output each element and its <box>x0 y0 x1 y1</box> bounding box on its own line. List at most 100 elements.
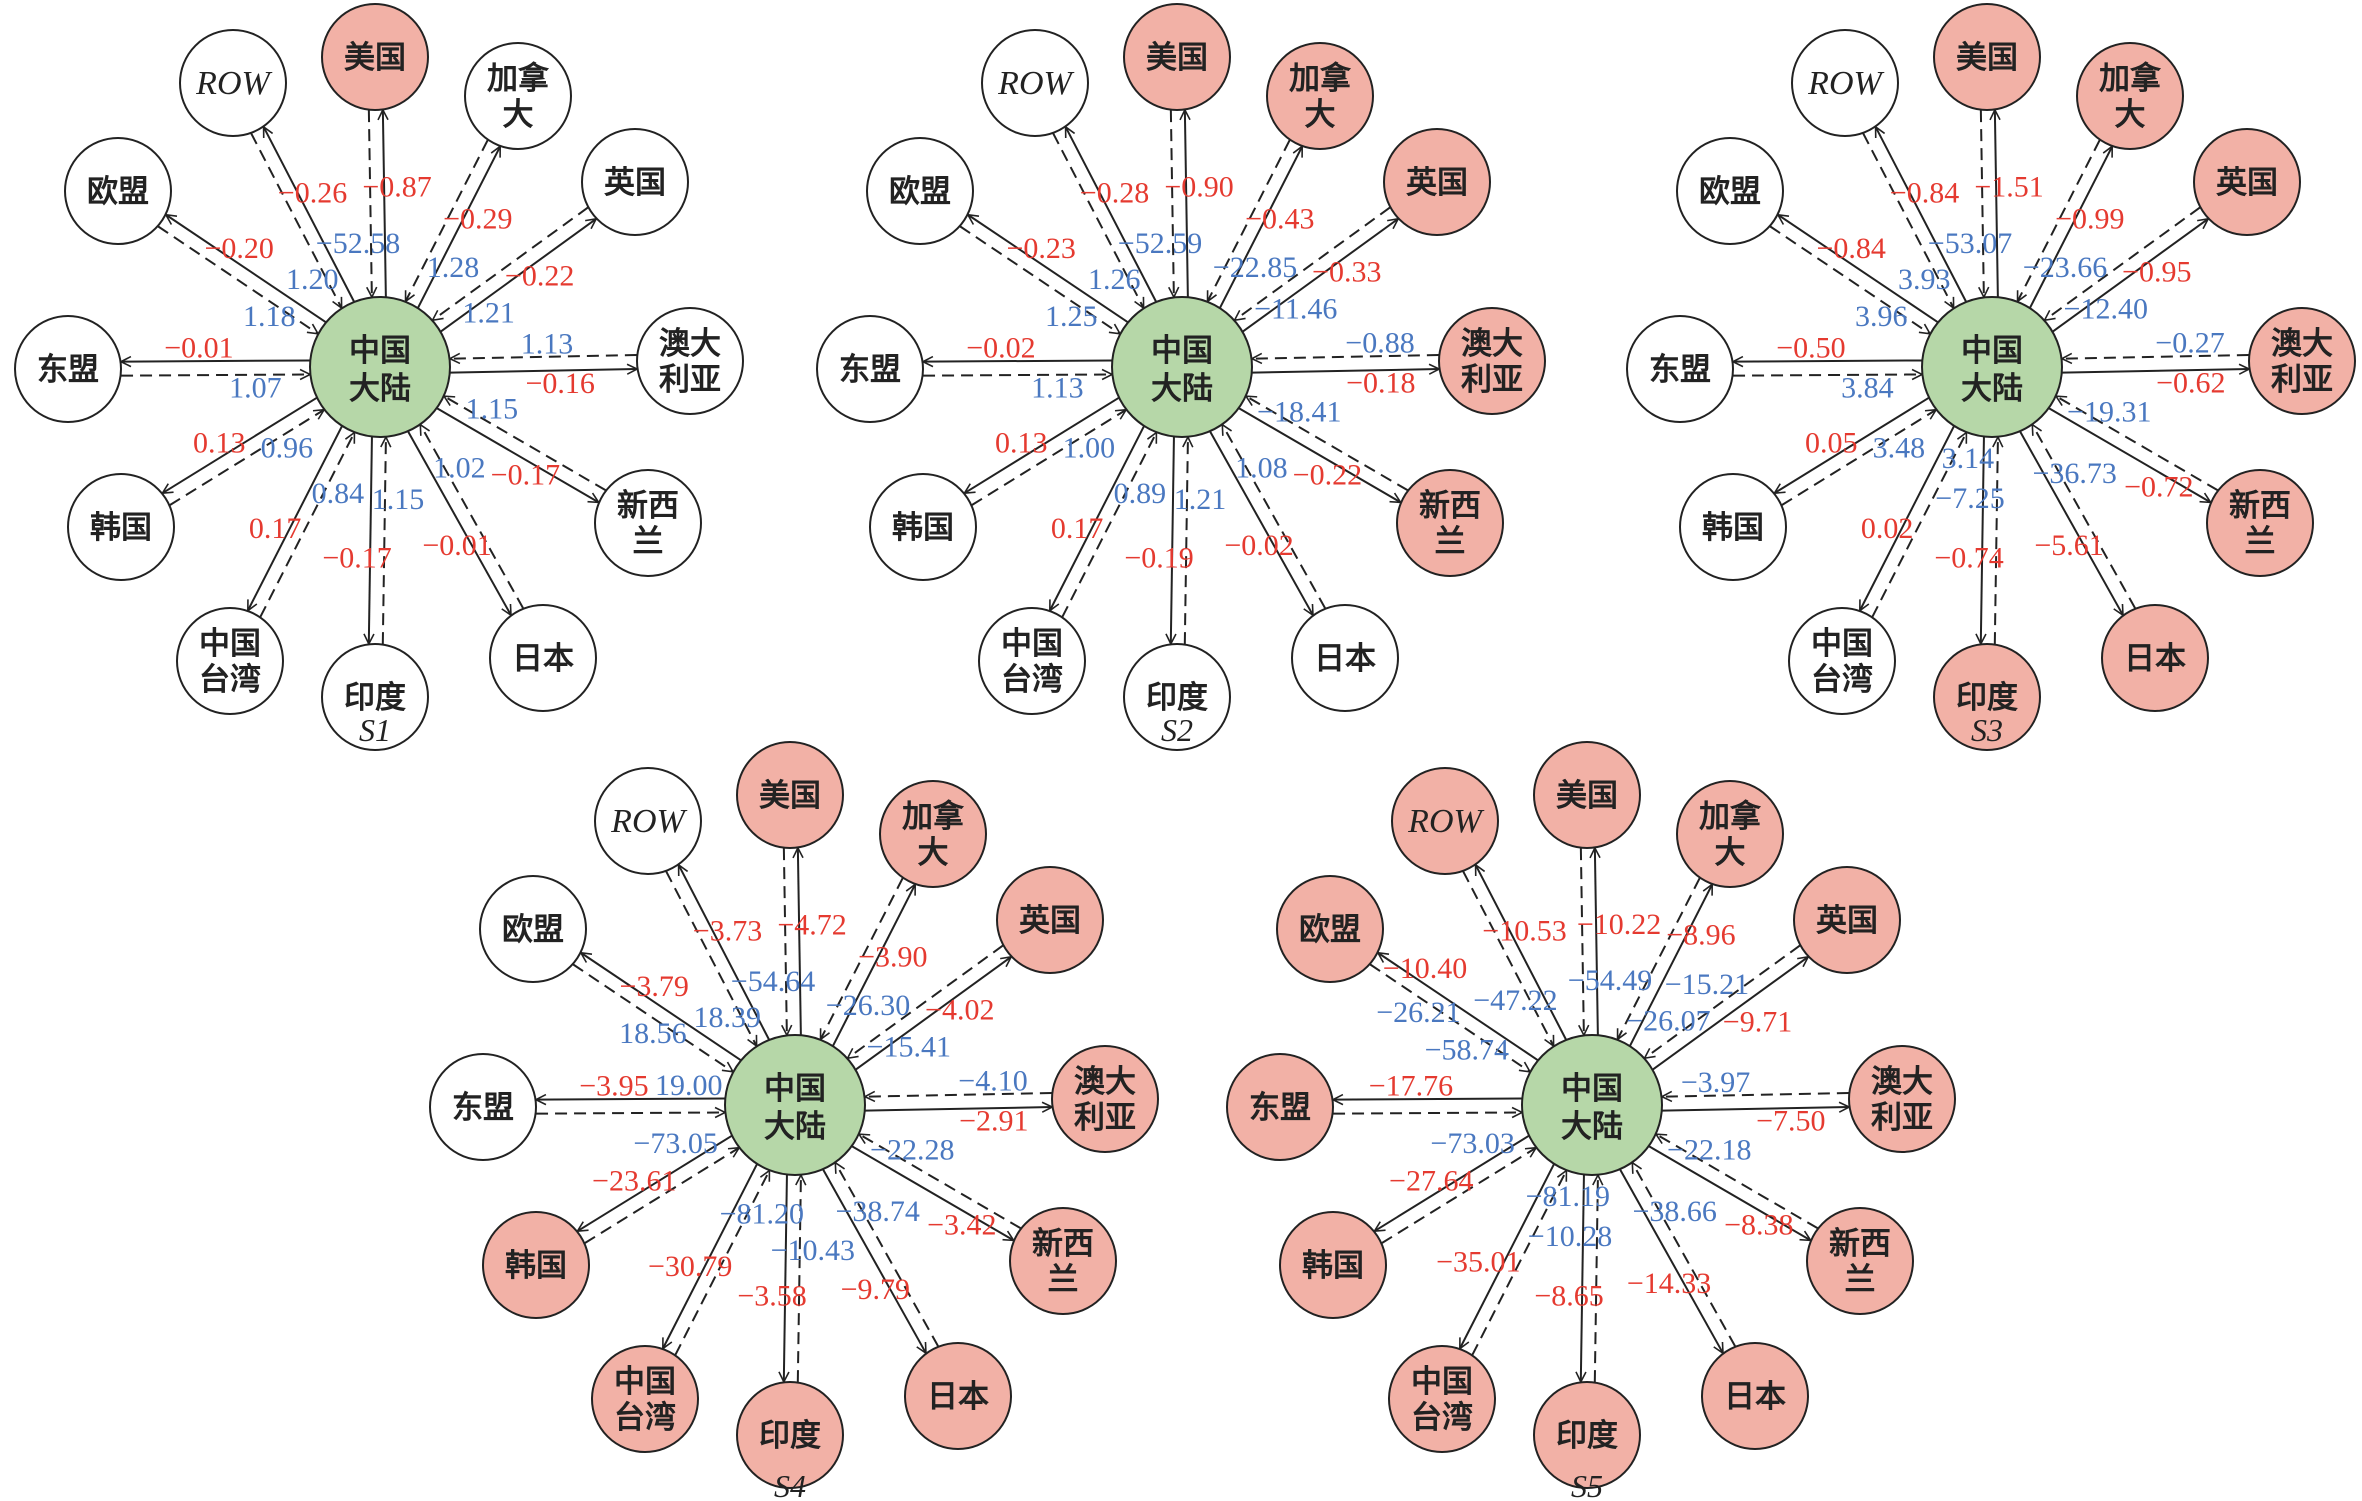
outflow-arrow <box>440 219 596 333</box>
node-label: ROW <box>997 65 1074 102</box>
node-label: 兰 <box>633 524 664 560</box>
node-label: 加拿 <box>1289 61 1352 97</box>
node-circle <box>1626 315 1734 423</box>
inflow-arrow <box>674 1171 771 1356</box>
inflow-arrow <box>1235 206 1391 320</box>
inflow-arrow <box>2062 355 2249 359</box>
outflow-arrow <box>1733 360 1922 361</box>
node-label: 日本 <box>512 641 574 677</box>
inflow-value: 0.96 <box>261 432 314 465</box>
inflow-value: −22.18 <box>1667 1134 1751 1167</box>
inflow-value: −4.10 <box>958 1065 1027 1098</box>
inflow-value: 1.21 <box>1174 483 1227 516</box>
node-circle <box>581 128 689 236</box>
node-korea: 韩国 <box>482 1211 590 1319</box>
center-label: 大陆 <box>349 371 411 407</box>
outflow-value: −0.74 <box>1934 542 2003 575</box>
outflow-arrow <box>1581 1174 1584 1382</box>
outflow-value: −0.87 <box>362 170 431 203</box>
node-label: 大 <box>2115 97 2146 133</box>
node-uk: 英国 <box>1383 128 1491 236</box>
outflow-arrow <box>784 1174 787 1382</box>
outflow-value: −8.96 <box>1666 919 1735 952</box>
arrow-layer <box>1333 848 1849 1382</box>
inflow-arrow <box>859 1134 1022 1230</box>
inflow-arrow <box>865 1093 1052 1097</box>
node-usa: 美国 <box>1933 3 2041 111</box>
inflow-arrow <box>1369 963 1530 1071</box>
inflow-value: −52.58 <box>316 227 400 260</box>
outflow-arrow <box>1242 219 1398 333</box>
scenario-caption: S4 <box>774 1468 806 1501</box>
node-japan: 日本 <box>904 1342 1012 1450</box>
inflow-arrow <box>819 877 904 1039</box>
inflow-arrow <box>1871 433 1968 618</box>
outflow-arrow <box>1333 1098 1522 1099</box>
inflow-value: −12.40 <box>2064 293 2148 326</box>
outflow-arrow <box>1374 1134 1530 1231</box>
inflow-arrow <box>1645 944 1801 1058</box>
node-label: 澳大 <box>2271 326 2333 362</box>
node-label: 欧盟 <box>889 174 951 210</box>
outflow-value: −0.16 <box>525 367 594 400</box>
inflow-value: −73.03 <box>1430 1127 1514 1160</box>
inflow-arrow <box>784 848 787 1035</box>
node-label: 兰 <box>1435 524 1466 560</box>
outflow-arrow <box>1858 425 1955 610</box>
center-label: 中国 <box>1151 333 1213 369</box>
outflow-arrow <box>1662 1107 1849 1111</box>
outflow-arrow <box>1619 1169 1723 1353</box>
node-circle <box>869 473 977 581</box>
outflow-arrow <box>2019 431 2123 615</box>
node-circle <box>1679 473 1787 581</box>
node-japan: 日本 <box>1291 604 1399 712</box>
outflow-value: −0.43 <box>1245 202 1314 235</box>
outflow-arrow <box>407 431 511 615</box>
node-circle <box>1051 1045 1159 1153</box>
node-label: 日本 <box>1314 641 1376 677</box>
node-label: 印度 <box>1556 1418 1618 1454</box>
scenario-caption: S5 <box>1571 1468 1603 1501</box>
node-usa: 美国 <box>1123 3 1231 111</box>
outflow-arrow <box>798 848 801 1035</box>
outflow-value: −0.84 <box>1890 177 1959 210</box>
value-layer: −10.53−47.22−10.22−54.49−8.96−26.07−9.71… <box>1369 908 1826 1312</box>
inflow-arrow <box>450 355 637 359</box>
node-label: 兰 <box>2245 524 2276 560</box>
node-label: 印度 <box>1956 680 2018 716</box>
node-circle <box>479 875 587 983</box>
network-s2: −0.281.26−0.90−52.59−0.43−22.85−0.33−11.… <box>816 3 1546 751</box>
node-label: 美国 <box>1556 778 1618 814</box>
inflow-arrow <box>1781 410 1936 506</box>
outflow-value: −0.33 <box>1312 256 1381 289</box>
node-japan: 日本 <box>489 604 597 712</box>
node-label: 大 <box>1715 835 1746 871</box>
node-label: ROW <box>610 803 687 840</box>
arrow-layer <box>536 848 1052 1382</box>
node-circle <box>321 3 429 111</box>
node-circle <box>1266 42 1374 150</box>
network-s4: −3.7318.39−4.72−54.64−3.90−26.30−4.02−15… <box>429 741 1159 1501</box>
outflow-arrow <box>2052 219 2208 333</box>
value-layer: −0.281.26−0.90−52.59−0.43−22.85−0.33−11.… <box>966 170 1415 574</box>
node-label: 美国 <box>759 778 821 814</box>
node-label: 英国 <box>2216 165 2278 201</box>
node-circle <box>1123 3 1231 111</box>
outflow-value: −1.51 <box>1974 170 2043 203</box>
outflow-arrow <box>677 865 770 1041</box>
inflow-value: 3.84 <box>1841 371 1894 404</box>
node-label: 日本 <box>1724 1379 1786 1415</box>
inflow-value: −10.43 <box>771 1234 855 1267</box>
outflow-arrow <box>1874 127 1967 303</box>
inflow-value: 1.02 <box>433 451 486 484</box>
inflow-value: 3.14 <box>1942 442 1995 475</box>
node-label: 韩国 <box>90 510 152 546</box>
node-label: 利亚 <box>1871 1100 1933 1136</box>
node-label: ROW <box>1807 65 1884 102</box>
node-label: 台湾 <box>199 662 261 698</box>
node-label: 印度 <box>344 680 406 716</box>
